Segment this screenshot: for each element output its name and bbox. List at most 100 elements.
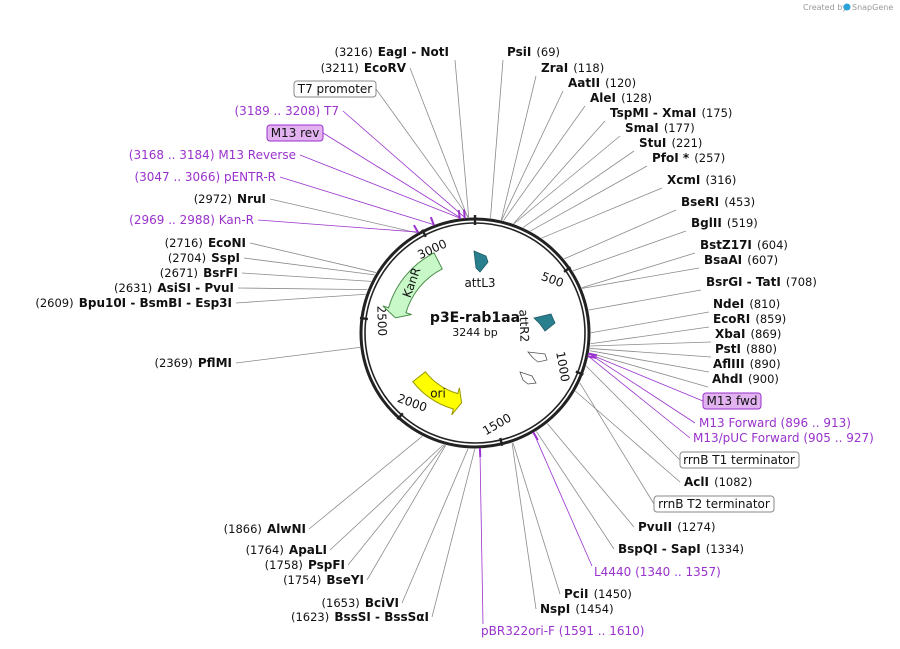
primer-mark-t7	[462, 209, 466, 219]
site-bsrFI[interactable]: (2671) BsrFI	[160, 262, 238, 281]
leader-nspI	[511, 442, 537, 610]
primer-t7[interactable]: (3189 .. 3208) T7	[235, 104, 340, 118]
tick-label-1000: 1000	[553, 350, 572, 383]
site-pvuII[interactable]: PvuII (1274)	[638, 516, 715, 535]
site-ndeI[interactable]: NdeI (810)	[713, 293, 780, 312]
leader-primer-pbr322ori-f	[479, 448, 484, 625]
site-bciVI[interactable]: (1653) BciVI	[322, 592, 399, 611]
site-ecorv[interactable]: (3211) EcoRV	[321, 57, 407, 76]
leader-primer-m13-puc-forward	[588, 356, 691, 439]
site-zraI[interactable]: ZraI (118)	[541, 57, 604, 76]
site-eagI-notI[interactable]: (3216) EagI - NotI	[334, 41, 449, 60]
tick-500	[563, 266, 572, 273]
site-bseRI[interactable]: BseRI (453)	[681, 191, 755, 210]
site-bpu10i-bsmbi-esp3i[interactable]: (2609) Bpu10I - BsmBI - Esp3I	[35, 292, 232, 311]
credit-text: Created by	[803, 3, 847, 12]
site-tspmi-xmai[interactable]: TspMI - XmaI (175)	[610, 102, 732, 121]
leader-ecoNI	[249, 242, 377, 273]
site-pflMI[interactable]: (2369) PflMI	[155, 352, 232, 371]
tick-label-1500: 1500	[480, 411, 513, 438]
kanR-feature-arrow[interactable]	[382, 252, 443, 319]
rrnb-t1-box	[679, 451, 800, 469]
leader-apaLI	[329, 444, 444, 551]
leader-pvuII	[547, 423, 635, 528]
site-bspqi-sapI[interactable]: BspQI - SapI (1334)	[618, 538, 744, 557]
site-pspFI[interactable]: (1758) PspFI	[265, 554, 345, 573]
primer-pentr-r[interactable]: (3047 .. 3066) pENTR-R	[134, 170, 276, 184]
site-aflIII[interactable]: AflIII (890)	[713, 353, 781, 372]
tick-1500	[499, 437, 504, 447]
leader-box-t7-promoter	[375, 88, 469, 218]
site-pstI[interactable]: PstI (880)	[715, 338, 777, 357]
primer-m13-reverse[interactable]: (3168 .. 3184) M13 Reverse	[129, 148, 296, 162]
leader-ecoRI	[590, 326, 710, 345]
leader-ecorv	[409, 67, 468, 218]
label-rrnb-t2[interactable]: rrnB T2 terminator	[658, 497, 770, 511]
leader-aflIII	[589, 350, 710, 373]
site-ahdI[interactable]: AhdI (900)	[712, 368, 779, 387]
primer-pbr322ori-f[interactable]: pBR322ori-F (1591 .. 1610)	[481, 624, 644, 638]
leader-lines	[235, 59, 712, 625]
site-nruI[interactable]: (2972) NruI	[194, 188, 266, 207]
site-bseYI[interactable]: (1754) BseYI	[283, 569, 364, 588]
leader-primer-m13-reverse	[299, 154, 460, 219]
site-bglII[interactable]: BglII (519)	[691, 212, 758, 231]
leader-asisi-pvuI	[237, 287, 368, 290]
primer-kan-r[interactable]: (2969 .. 2988) Kan-R	[129, 213, 254, 227]
tick-1000	[575, 370, 584, 376]
site-pciI[interactable]: PciI (1450)	[564, 583, 632, 602]
site-bsrgi-tatI[interactable]: BsrGI - TatI (708)	[706, 271, 817, 290]
site-pfoI[interactable]: PfoI * (257)	[652, 147, 725, 166]
leader-bseRI	[564, 209, 677, 260]
plasmid-title: p3E-rab1aa	[430, 310, 520, 326]
site-aatII[interactable]: AatII (120)	[568, 72, 636, 91]
leader-primer-t7	[342, 110, 465, 218]
credit-brand: SnapGene	[852, 3, 893, 12]
leader-primer-kan-r	[257, 219, 418, 233]
site-bsaAI[interactable]: BsaAI (607)	[704, 249, 778, 268]
leader-bstZ17I	[581, 252, 696, 289]
primer-mark-m13-reverse	[457, 209, 461, 220]
site-smaI[interactable]: SmaI (177)	[625, 117, 695, 136]
site-stuI[interactable]: StuI (221)	[639, 132, 702, 151]
site-psiI[interactable]: PsiI (69)	[507, 41, 560, 60]
site-ecoNI[interactable]: (2716) EcoNI	[165, 232, 246, 251]
site-nspI[interactable]: NspI (1454)	[540, 598, 614, 617]
site-aclI[interactable]: AclI (1082)	[684, 471, 752, 490]
leader-pfoI	[530, 165, 648, 232]
site-asisi-pvuI[interactable]: (2631) AsiSI - PvuI	[114, 277, 234, 296]
label-m13-rev[interactable]: M13 rev	[271, 126, 320, 140]
site-apaLI[interactable]: (1764) ApaLI	[246, 539, 327, 558]
leader-xcmI	[541, 187, 663, 239]
ori-feature-arrow[interactable]	[412, 371, 463, 416]
leader-bsaAI	[581, 267, 700, 289]
site-xbaI[interactable]: XbaI (869)	[715, 323, 781, 342]
leader-primer-pentr-r	[279, 176, 434, 225]
site-alwNI[interactable]: (1866) AlwNI	[224, 518, 306, 537]
plasmid-length: 3244 bp	[452, 326, 497, 339]
label-rrnb-t1[interactable]: rrnB T1 terminator	[683, 453, 795, 467]
primer-l4440[interactable]: L4440 (1340 .. 1357)	[594, 565, 721, 579]
primer-labels: (3189 .. 3208) T7 (3168 .. 3184) M13 Rev…	[129, 104, 874, 638]
label-m13-fwd[interactable]: M13 fwd	[707, 394, 758, 408]
leader-bciVI	[401, 448, 469, 604]
primer-m13-puc-forward[interactable]: M13/pUC Forward (905 .. 927)	[693, 431, 874, 445]
leader-bsrgi-tatI	[588, 289, 702, 311]
rrnb-t2-feature-arrow[interactable]	[519, 371, 537, 385]
snapgene-credit: Created by SnapGene	[803, 3, 893, 12]
label-t7-promoter[interactable]: T7 promoter	[297, 82, 373, 96]
rrnb-t1-feature-arrow[interactable]	[527, 351, 548, 363]
site-aleI[interactable]: AleI (128)	[590, 87, 652, 106]
attR2-feature-arrow[interactable]	[533, 313, 556, 332]
tick-label-500: 500	[539, 269, 565, 290]
m13-rev-box	[266, 124, 324, 142]
site-ecoRI[interactable]: EcoRI (859)	[713, 308, 786, 327]
attL3-feature-arrow[interactable]	[473, 250, 489, 273]
site-bsssi-bsssai[interactable]: (1623) BssSI - BssSαI	[291, 606, 429, 625]
primer-m13-forward[interactable]: M13 Forward (896 .. 913)	[699, 416, 851, 430]
primer-mark-m13-puc-forward	[587, 355, 597, 360]
site-sspI[interactable]: (2704) SspI	[168, 247, 240, 266]
leader-box-m13-fwd	[588, 353, 704, 402]
site-bstZ17I[interactable]: BstZ17I (604)	[700, 234, 788, 253]
site-xcmI[interactable]: XcmI (316)	[667, 169, 736, 188]
